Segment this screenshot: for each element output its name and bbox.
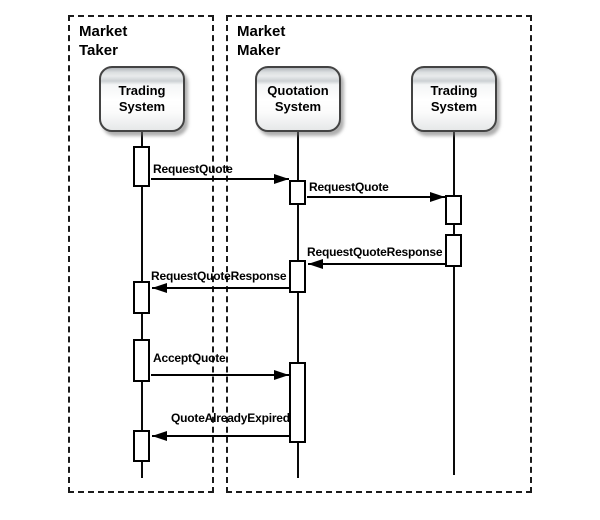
activation-bar <box>445 234 462 267</box>
lifeline-head-quotation-system: Quotation System <box>255 66 341 132</box>
lifeline-quotation-system <box>297 132 299 478</box>
arrowhead-right-icon <box>274 174 289 184</box>
message-line-request-quote-response-1 <box>308 263 445 265</box>
lifeline-head-label: Quotation System <box>267 83 329 114</box>
message-label: RequestQuote <box>153 162 233 176</box>
arrowhead-left-icon <box>308 259 323 269</box>
lifeline-head-label: Trading System <box>118 83 166 114</box>
activation-bar <box>289 260 306 293</box>
frame-market-taker-label: Market Taker <box>79 23 128 59</box>
message-label: RequestQuoteResponse <box>307 245 443 259</box>
activation-bar <box>133 339 150 382</box>
frame-market-maker: Market Maker <box>226 15 532 493</box>
lifeline-head-taker-trading-system: Trading System <box>99 66 185 132</box>
activation-bar <box>133 146 150 187</box>
message-line-request-quote-response-2 <box>152 287 289 289</box>
lifeline-head-label: Trading System <box>430 83 478 114</box>
lifeline-head-maker-trading-system: Trading System <box>411 66 497 132</box>
activation-bar <box>133 281 150 314</box>
arrowhead-right-icon <box>274 370 289 380</box>
arrowhead-left-icon <box>152 283 167 293</box>
message-line-request-quote-2 <box>307 196 445 198</box>
message-label: AcceptQuote <box>153 351 226 365</box>
arrowhead-left-icon <box>152 431 167 441</box>
activation-bar <box>445 195 462 225</box>
message-label: RequestQuoteResponse <box>151 269 287 283</box>
message-line-accept-quote <box>151 374 289 376</box>
message-line-quote-already-expired <box>152 435 289 437</box>
message-label: RequestQuote <box>309 180 389 194</box>
message-label: QuoteAlreadyExpired <box>171 411 290 425</box>
frame-market-taker: Market Taker <box>68 15 214 493</box>
activation-bar <box>133 430 150 462</box>
message-line-request-quote-1 <box>151 178 289 180</box>
lifeline-maker-trading-system <box>453 132 455 475</box>
activation-bar <box>289 362 306 443</box>
arrowhead-right-icon <box>430 192 445 202</box>
activation-bar <box>289 180 306 205</box>
frame-market-maker-label: Market Maker <box>237 23 286 59</box>
